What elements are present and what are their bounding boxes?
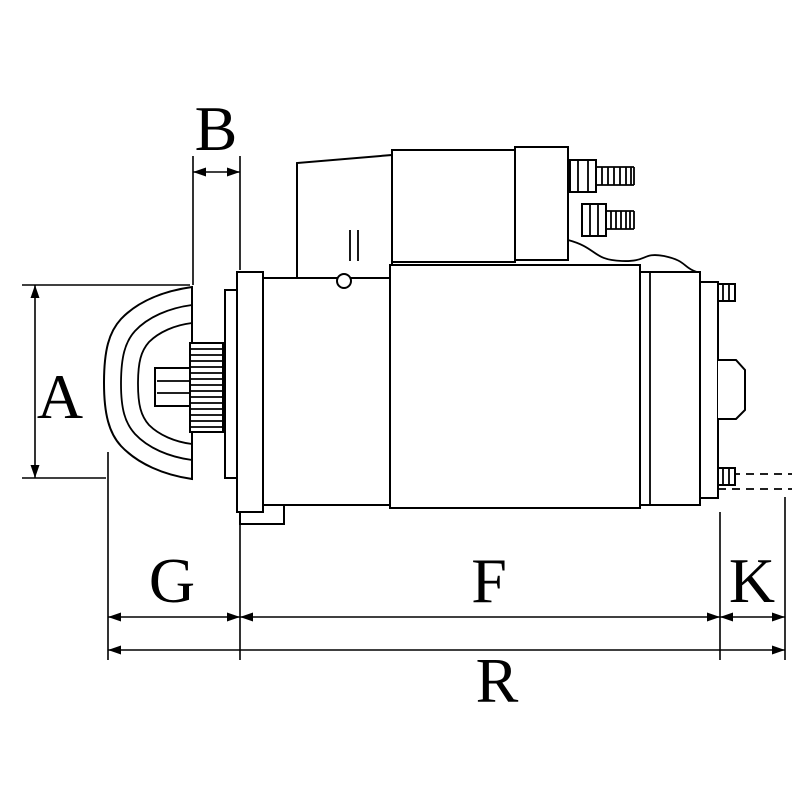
rear-stud-upper	[717, 283, 736, 302]
rear-boss	[718, 359, 746, 420]
dim-label-g: G	[149, 545, 195, 616]
bracket-inner-contours	[120, 304, 193, 461]
solenoid-body	[391, 149, 516, 263]
rear-stud-thread-lines	[722, 284, 730, 485]
terminal-stud-upper-threads	[577, 160, 635, 192]
starter-motor-drawing	[102, 146, 792, 525]
housing-hole	[336, 273, 352, 289]
pinion-shaft	[154, 367, 193, 407]
terminal-stud-lower-nut	[581, 203, 607, 237]
pinion-gear-teeth	[191, 348, 222, 428]
mounting-flange	[236, 271, 264, 513]
rear-stud-lower	[717, 467, 736, 486]
dimension-annotations: B A G F K R	[22, 93, 786, 716]
pinion-shaft-lines	[157, 380, 191, 394]
end-cap	[699, 281, 719, 499]
rear-housing	[639, 271, 701, 506]
drive-end-bracket	[102, 285, 193, 481]
drive-housing	[262, 277, 391, 506]
pinion-gear	[189, 342, 224, 433]
dim-label-a: A	[37, 361, 83, 432]
arm-slot	[349, 230, 359, 261]
intermediate-plate	[224, 289, 238, 479]
dim-label-b: B	[195, 93, 238, 164]
dim-label-f: F	[471, 545, 507, 616]
dimension-labels: B A G F K R	[37, 93, 775, 716]
extension-lines	[22, 156, 786, 660]
dim-label-r: R	[476, 645, 519, 716]
terminal-stud-upper-nut	[569, 159, 597, 193]
front-bracket-arm	[296, 153, 393, 279]
solenoid-cap	[514, 146, 569, 261]
solenoid-cable	[567, 239, 701, 274]
terminal-stud-lower-threads	[589, 204, 635, 236]
motor-body	[389, 264, 641, 509]
hidden-projection-lines	[718, 473, 792, 490]
dim-label-k: K	[729, 545, 775, 616]
